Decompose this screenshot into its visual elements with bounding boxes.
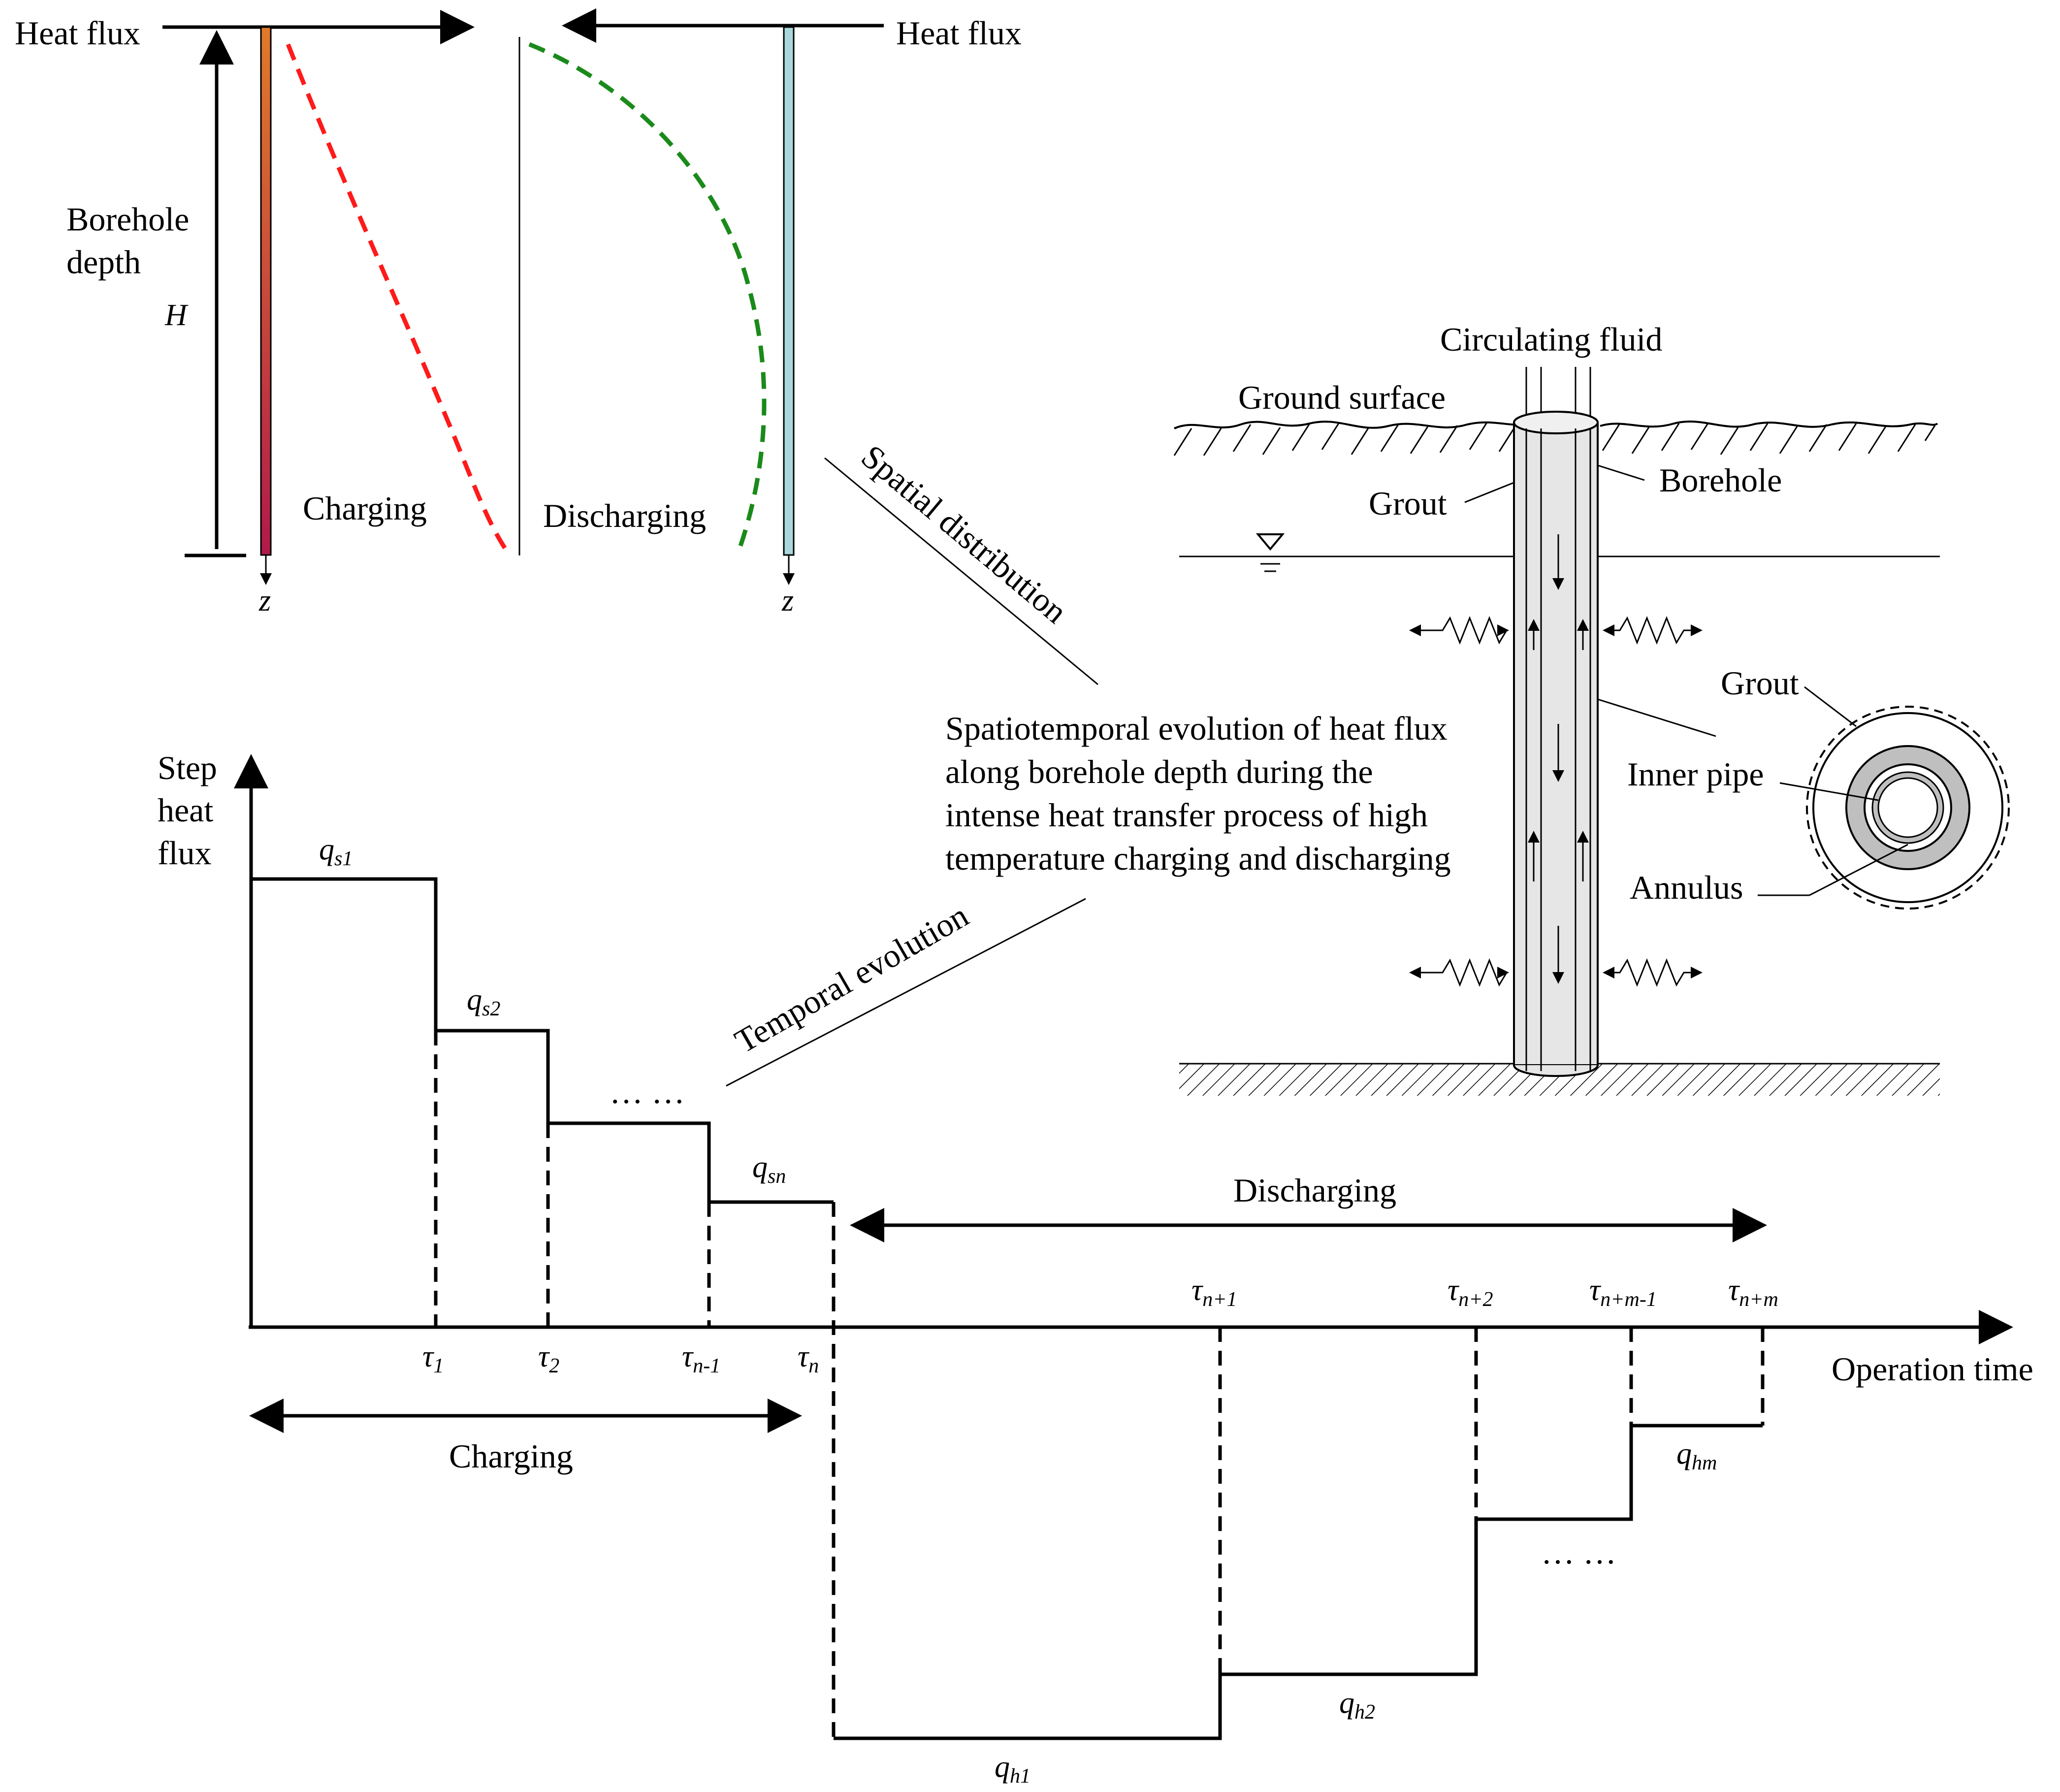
z-axis-label-left: z bbox=[258, 584, 271, 618]
discharging-phase-label: Discharging bbox=[1233, 1172, 1396, 1209]
annulus-label: Annulus bbox=[1630, 869, 1743, 906]
connector-panel: Spatial distribution Temporal evolution … bbox=[726, 437, 1451, 1087]
borehole-label: Borehole bbox=[1659, 461, 1782, 499]
charging-borehole-pipe bbox=[260, 26, 272, 556]
charging-step-line bbox=[251, 877, 834, 1204]
q-h2-label: qh2 bbox=[1339, 1686, 1375, 1724]
spatial-connector-line bbox=[824, 457, 1098, 685]
grout-section-label: Grout bbox=[1721, 664, 1799, 702]
charging-profile-label: Charging bbox=[303, 489, 427, 527]
borehole-profile-panel: Heat flux Borehole depth H z Charging He… bbox=[15, 8, 1022, 618]
borehole-cross-section bbox=[1806, 706, 2010, 910]
discharging-step-line bbox=[834, 1424, 1763, 1740]
z-axis-label-right: z bbox=[781, 584, 794, 618]
fluid-lines-top bbox=[1525, 367, 1591, 419]
water-table-symbol bbox=[1255, 533, 1285, 551]
charging-ellipsis: … … bbox=[610, 1073, 685, 1110]
y-axis-label-line-3: flux bbox=[158, 834, 212, 872]
inner-pipe-label: Inner pipe bbox=[1627, 755, 1764, 793]
flow-arrows bbox=[1528, 534, 1589, 984]
x-axis-label: Operation time bbox=[1832, 1350, 2033, 1388]
depth-symbol-H: H bbox=[164, 298, 189, 332]
tau-n+m-1-label: τn+m-1 bbox=[1589, 1273, 1657, 1311]
inner-pipe-lines bbox=[1525, 428, 1591, 1071]
y-axis-label-line-1: Step bbox=[158, 749, 217, 786]
grout-label-left: Grout bbox=[1369, 485, 1447, 522]
heat-flux-label-right: Heat flux bbox=[896, 14, 1022, 52]
ground-hatch bbox=[1173, 422, 1936, 456]
ground-surface-line bbox=[1174, 421, 1938, 429]
borehole-bottom bbox=[1513, 1065, 1599, 1077]
spatial-distribution-label: Spatial distribution bbox=[854, 437, 1074, 630]
q-hm-label: qhm bbox=[1676, 1437, 1717, 1474]
description-line-3: intense heat transfer process of high bbox=[945, 796, 1428, 834]
description-line-4: temperature charging and discharging bbox=[945, 840, 1451, 877]
borehole-cylinder bbox=[1513, 422, 1599, 1066]
description-text: Spatiotemporal evolution of heat flux al… bbox=[945, 710, 1451, 877]
q-s2-label: qs2 bbox=[467, 983, 500, 1020]
tau-n+2-label: τn+2 bbox=[1448, 1273, 1493, 1311]
tau-n+m-label: τn+m bbox=[1728, 1273, 1778, 1311]
circulating-fluid-label: Circulating fluid bbox=[1440, 321, 1662, 358]
charging-profile-curve bbox=[286, 43, 509, 553]
description-line-1: Spatiotemporal evolution of heat flux bbox=[945, 710, 1448, 747]
tau-2-label: τ2 bbox=[538, 1340, 559, 1377]
discharging-borehole-pipe bbox=[783, 26, 795, 556]
tau-n-1-label: τn-1 bbox=[682, 1340, 720, 1377]
heat-exchange-zigzags bbox=[1409, 616, 1703, 987]
tau-n+1-label: τn+1 bbox=[1191, 1273, 1237, 1311]
tau-1-label: τ1 bbox=[422, 1340, 444, 1377]
step-heat-flux-chart: Step heat flux Operation time qs1 qs2 qs… bbox=[158, 749, 2033, 1788]
discharging-profile-curve bbox=[528, 42, 767, 553]
temporal-connector-line bbox=[726, 898, 1086, 1087]
borehole-schematic: Circulating fluid Ground surface bbox=[1173, 321, 2010, 1096]
borehole-depth-label-2: depth bbox=[66, 243, 141, 281]
charging-phase-label: Charging bbox=[449, 1437, 573, 1475]
discharging-profile-label: Discharging bbox=[543, 497, 706, 534]
borehole-top bbox=[1513, 411, 1599, 434]
tau-n-label: τn bbox=[798, 1340, 819, 1377]
ground-surface-label: Ground surface bbox=[1238, 379, 1446, 416]
q-s1-label: qs1 bbox=[319, 833, 353, 870]
q-h1-label: qh1 bbox=[995, 1750, 1030, 1788]
q-sn-label: qsn bbox=[752, 1150, 786, 1188]
section-leader bbox=[1597, 698, 1716, 737]
description-line-2: along borehole depth during the bbox=[945, 753, 1373, 790]
heat-flux-label-left: Heat flux bbox=[15, 14, 140, 52]
temporal-evolution-label: Temporal evolution bbox=[729, 896, 975, 1060]
y-axis-label-line-2: heat bbox=[158, 791, 213, 829]
borehole-depth-label: Borehole bbox=[66, 200, 189, 238]
discharging-ellipsis: … … bbox=[1541, 1533, 1616, 1571]
